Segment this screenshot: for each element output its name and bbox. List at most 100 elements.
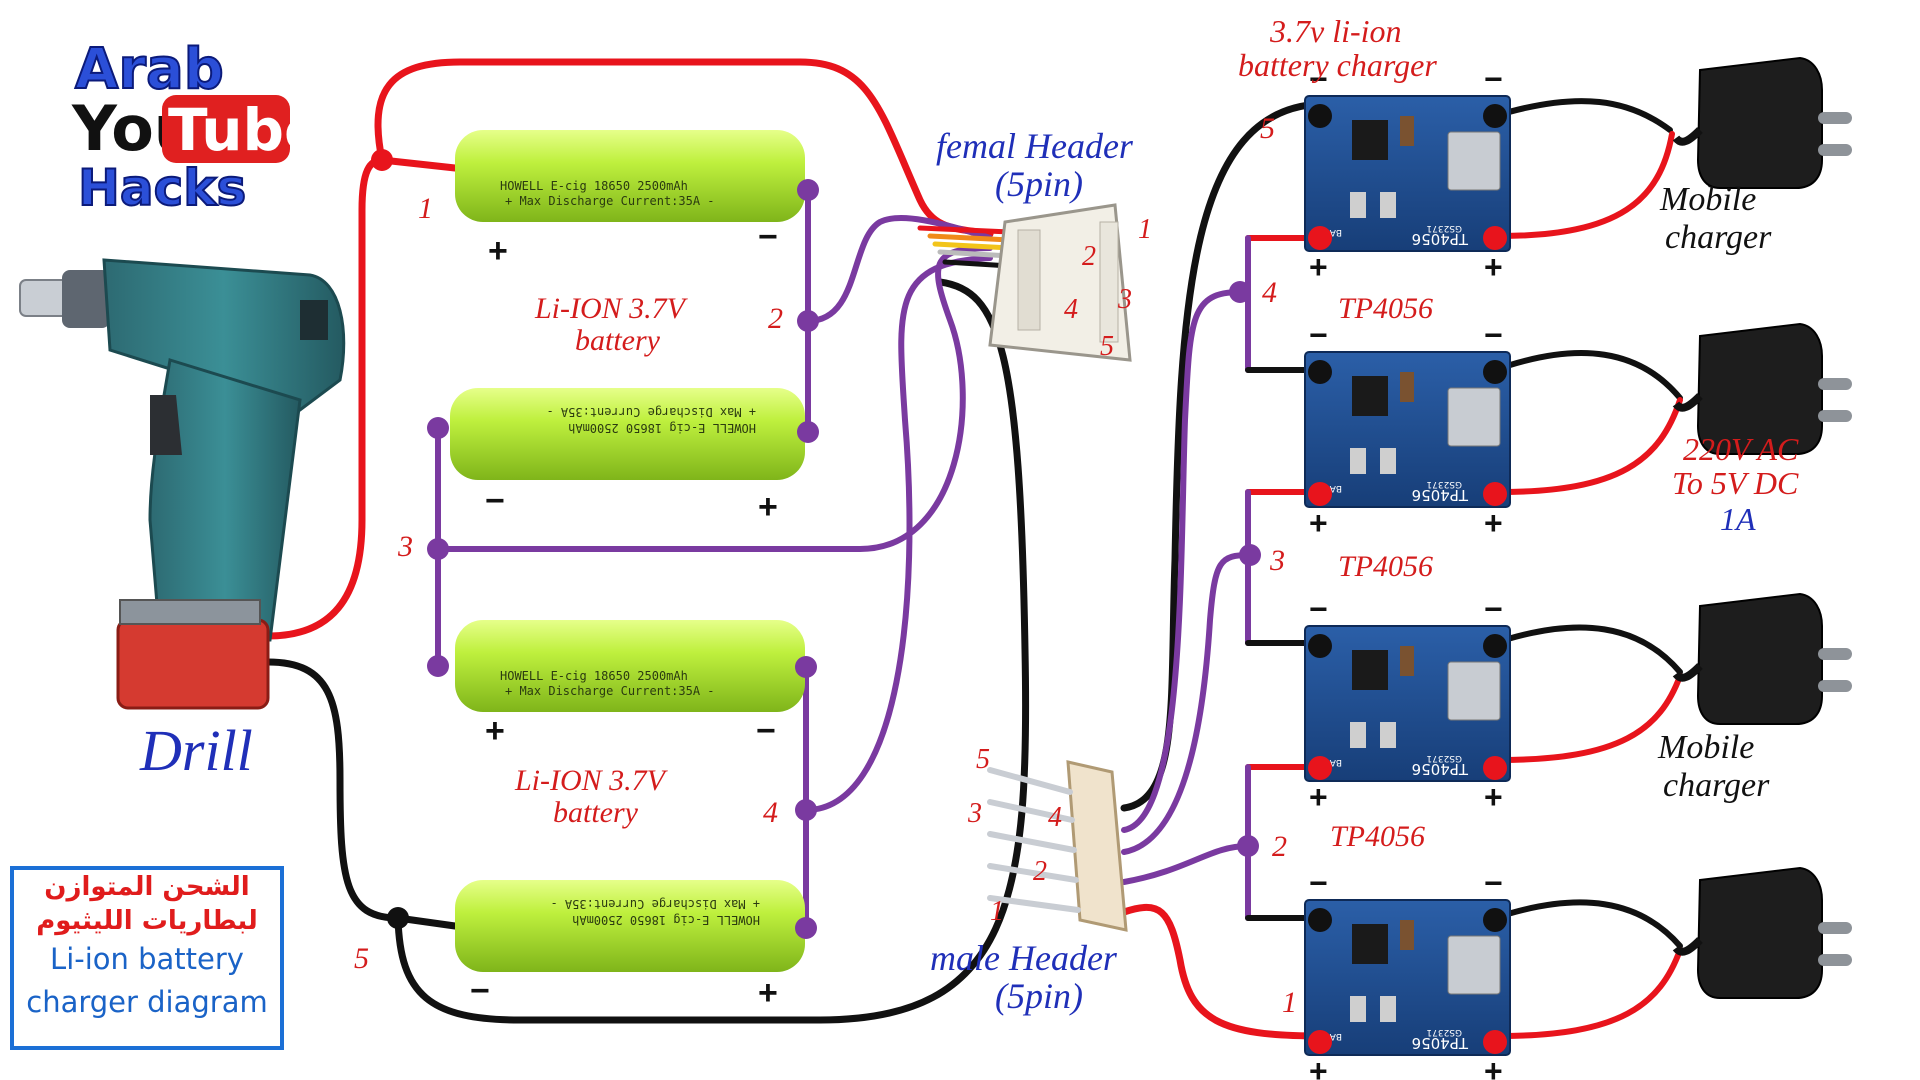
arab-youtube-hacks-logo: Arab You Tube Hacks [71, 36, 323, 218]
node-dot [427, 417, 449, 439]
black-wire-wall1 [1492, 98, 1673, 133]
logo-tube-box [162, 95, 290, 163]
cell-1-minus: − [758, 218, 778, 256]
wall-charger-icon [1672, 866, 1852, 999]
wall-label-c-line2: charger [1663, 767, 1770, 804]
cell-3-minus: − [756, 712, 776, 750]
battery-cell-3: HOWELL E-cig 18650 2500mAh + Max Dischar… [455, 620, 805, 712]
node-number-1: 1 [418, 192, 433, 225]
red-wire-wall3 [1497, 673, 1683, 763]
module-pad [1483, 482, 1507, 506]
female-pin-5: 5 [1100, 331, 1114, 362]
module-code: GS2371 [1426, 1027, 1462, 1037]
node-dot [427, 538, 449, 560]
wall-label-c-line1: Mobile [1657, 729, 1754, 766]
module-pad [1308, 756, 1332, 780]
female-header-connector [988, 203, 1132, 362]
red-wire-node1-to-battery [378, 156, 459, 172]
black-wire-wall2 [1492, 350, 1683, 401]
male-header-pin-numbers: 1 2 3 4 5 [967, 744, 1062, 927]
tp4056-modules: BAT+GS2371TP4056−−++BAT+GS2371TP4056−−++… [1304, 61, 1511, 1080]
node-number-3: 3 [397, 530, 413, 563]
module-plus-sign: + [1484, 505, 1503, 541]
purple-wire-node2-to-header [805, 214, 993, 324]
node-dot [371, 149, 393, 171]
module-pad [1483, 634, 1507, 658]
wall-charger-icon [1672, 592, 1852, 725]
cell-1-text-line1: HOWELL E-cig 18650 2500mAh [500, 179, 688, 193]
caption-english-line1: Li-ion battery [50, 942, 244, 976]
cell-4-text-line1: HOWELL E-cig 18650 2500mAh [572, 913, 760, 927]
charger-numbers: 5 4 3 2 1 [1260, 112, 1297, 1019]
cell-4-plus: + [758, 974, 778, 1012]
node-dot [795, 799, 817, 821]
wall-label-b-line1: 220V AC [1683, 431, 1799, 467]
cell-4-minus: − [470, 972, 490, 1010]
red-wire-wall2 [1497, 397, 1683, 495]
charger-number-3: 3 [1269, 544, 1285, 577]
drill-label: Drill [139, 718, 253, 783]
male-pin-4: 4 [1048, 802, 1062, 833]
female-pin-3: 3 [1117, 284, 1132, 315]
cell-3-text-line1: HOWELL E-cig 18650 2500mAh [500, 669, 688, 683]
female-header-title-line2: (5pin) [995, 164, 1083, 204]
module-plus-sign: + [1484, 249, 1503, 285]
cell-2-text-line2: + Max Discharge Current:35A - [546, 405, 756, 419]
drill-trigger [150, 395, 182, 455]
black-wire-drill-to-node5 [264, 658, 402, 922]
cell-2-plus: + [758, 488, 778, 526]
module-plus-sign: + [1309, 249, 1328, 285]
charger-stack-junctions [1229, 281, 1261, 857]
module-chip-label: TP4056 [1412, 1034, 1469, 1052]
module-top-title-line2: battery charger [1238, 47, 1437, 83]
drill-vents [300, 300, 328, 340]
red-wire-wall4 [1497, 947, 1683, 1039]
wall-label-a-line1: Mobile [1659, 181, 1756, 218]
module-minus-sign: − [1484, 591, 1503, 627]
red-wire-drill-to-node1 [264, 156, 386, 640]
node-dot [795, 917, 817, 939]
purple-wire-node3-to-header [435, 245, 993, 552]
module-minus-sign: − [1484, 61, 1503, 97]
node-dot [387, 907, 409, 929]
wall-label-a-line2: charger [1665, 219, 1772, 256]
female-pin-4: 4 [1064, 294, 1078, 325]
female-pin-2: 2 [1082, 241, 1096, 272]
module-pad [1308, 482, 1332, 506]
cell-2-text-line1: HOWELL E-cig 18650 2500mAh [568, 421, 756, 435]
module-minus-sign: − [1309, 61, 1328, 97]
node-numbers: 1 2 3 4 5 [354, 192, 783, 975]
cell-3-plus: + [485, 712, 505, 750]
ribbon-orange [927, 233, 1013, 243]
drill-battery-top [119, 599, 261, 625]
module-minus-sign: − [1309, 317, 1328, 353]
caption-arabic-line2: لبطاريات الليثيوم [36, 906, 258, 936]
module-chip-label: TP4056 [1412, 486, 1469, 504]
drill-head [102, 258, 346, 412]
module-top-title-line1: 3.7v li-ion [1269, 13, 1402, 49]
ribbon-yellow [932, 241, 1013, 251]
male-pin-5: 5 [976, 744, 990, 775]
charger-number-1: 1 [1282, 986, 1297, 1019]
male-header-title-line1: male Header [930, 938, 1118, 978]
ribbon-red [917, 225, 1013, 235]
module-plus-sign: + [1309, 1053, 1328, 1080]
cell-1-text-line2: + Max Discharge Current:35A - [505, 194, 715, 208]
male-header-connector [987, 760, 1128, 932]
female-header-title-line1: femal Header [936, 126, 1134, 166]
module-chip-label: TP4056 [1412, 230, 1469, 248]
black-wire-wall4 [1492, 899, 1683, 949]
module-pad [1483, 104, 1507, 128]
node-dot [795, 656, 817, 678]
junction-dot [1239, 544, 1261, 566]
module-pad [1483, 908, 1507, 932]
module-pad [1483, 360, 1507, 384]
module-pad [1308, 908, 1332, 932]
module-minus-sign: − [1309, 591, 1328, 627]
junction-dot [1229, 281, 1251, 303]
battery-label-top-line2: battery [575, 324, 661, 357]
